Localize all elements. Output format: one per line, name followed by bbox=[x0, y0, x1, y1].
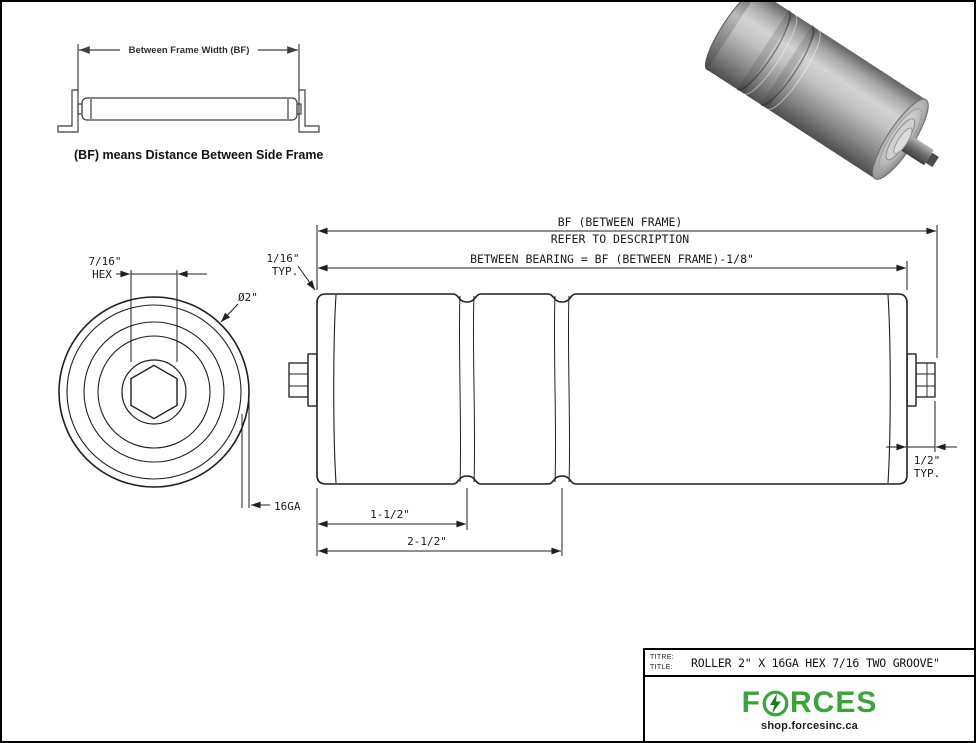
groove-ring-2 bbox=[760, 25, 815, 106]
diameter-callout bbox=[220, 303, 239, 323]
axle-length-label-2: TYP. bbox=[914, 467, 941, 480]
bf-dimension bbox=[316, 225, 938, 358]
title-block-title-row: TITRE: TITLE: ROLLER 2" X 16GA HEX 7/16 … bbox=[645, 650, 974, 677]
title-block: TITRE: TITLE: ROLLER 2" X 16GA HEX 7/16 … bbox=[643, 648, 974, 741]
groove1-edge-a bbox=[458, 295, 462, 483]
axle-length-dimension bbox=[886, 401, 957, 452]
between-bearing-dimension bbox=[318, 261, 908, 290]
end-gap-label-2: TYP. bbox=[272, 265, 299, 278]
axle-length-label-1: 1/2" bbox=[914, 454, 941, 467]
hex-dim-label-2: HEX bbox=[92, 268, 112, 281]
lightning-bolt-icon bbox=[762, 690, 789, 716]
groove2-dimension bbox=[318, 488, 563, 556]
inset-caption: (BF) means Distance Between Side Frame bbox=[74, 148, 323, 162]
roller-end-view bbox=[58, 296, 250, 488]
gauge-label: 16GA bbox=[274, 500, 301, 513]
groove1-edge-b bbox=[472, 295, 476, 483]
groove1-dimension bbox=[316, 488, 468, 556]
right-side-frame bbox=[298, 89, 320, 133]
brand-url: shop.forcesinc.ca bbox=[761, 720, 858, 732]
hex-bore bbox=[130, 364, 178, 420]
roller-3d-image bbox=[704, 2, 939, 180]
groove2-dim-label: 2-1/2" bbox=[407, 535, 447, 548]
gauge-callout bbox=[241, 400, 270, 509]
groove2-edge-b bbox=[567, 295, 571, 483]
between-bearing-dim-label: BETWEEN BEARING = BF (BETWEEN FRAME)-1/8… bbox=[470, 252, 754, 266]
inset-bf-dimension-label: Between Frame Width (BF) bbox=[129, 45, 250, 56]
right-axle-collar bbox=[906, 353, 917, 407]
title-block-logo-area: F RCES shop.forcesinc.ca bbox=[645, 677, 974, 741]
end-gap-dimension bbox=[297, 265, 316, 291]
frame-inset-diagram bbox=[57, 42, 320, 133]
bf-dim-label-1: BF (BETWEEN FRAME) bbox=[558, 215, 683, 229]
left-axle-collar bbox=[307, 353, 318, 407]
roller-side-view bbox=[288, 293, 936, 485]
right-axle-shaft bbox=[915, 362, 936, 398]
roller-tube-body bbox=[316, 293, 908, 485]
diameter-label: Ø2" bbox=[238, 291, 258, 304]
left-axle-shaft bbox=[288, 362, 309, 398]
title-label-bottom: TITLE: bbox=[650, 664, 673, 672]
groove2-edge-a bbox=[553, 295, 557, 483]
forces-logo-prefix: F bbox=[741, 686, 761, 719]
left-side-frame bbox=[57, 89, 79, 133]
hex-dim-label-1: 7/16" bbox=[88, 255, 121, 268]
forces-logo-suffix: RCES bbox=[789, 686, 878, 719]
drawing-title: ROLLER 2" X 16GA HEX 7/16 TWO GROOVE" bbox=[691, 655, 940, 670]
forces-logo: F RCES bbox=[742, 688, 878, 718]
bf-dim-label-2: REFER TO DESCRIPTION bbox=[551, 232, 690, 246]
end-gap-label-1: 1/16" bbox=[266, 252, 299, 265]
groove1-dim-label: 1-1/2" bbox=[370, 508, 410, 521]
hex-dimension bbox=[116, 270, 207, 362]
inset-roller-body bbox=[81, 97, 298, 121]
title-label-top: TITRE: bbox=[650, 653, 674, 661]
title-block-labels: TITRE: TITLE: bbox=[645, 650, 691, 675]
